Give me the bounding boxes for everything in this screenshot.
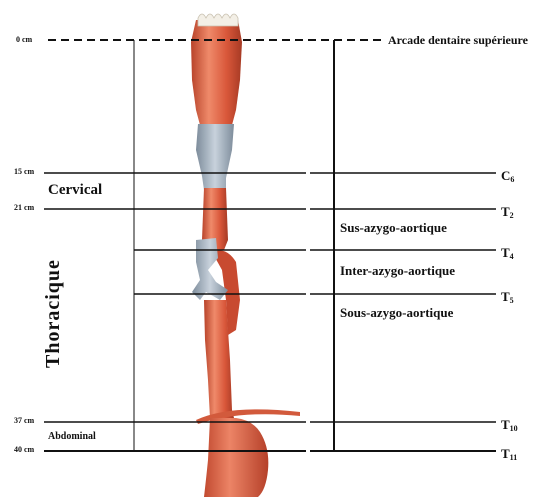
vertebra-label-t11: T11 xyxy=(501,447,517,462)
level-label-37cm: 37 cm xyxy=(14,417,34,425)
vertebra-letter: T xyxy=(501,289,510,304)
vertebra-label-c6: C6 xyxy=(501,169,514,184)
vertebra-number: 5 xyxy=(510,296,514,305)
vertebra-number: 4 xyxy=(510,252,514,261)
vertebra-letter: T xyxy=(501,446,510,461)
region-label-abdominal: Abdominal xyxy=(48,432,96,442)
vertebra-letter: T xyxy=(501,245,510,260)
vertebra-letter: T xyxy=(501,417,510,432)
level-label-40cm: 40 cm xyxy=(14,446,34,454)
top-reference-label: Arcade dentaire supérieure xyxy=(388,34,528,46)
pharynx-shape xyxy=(191,20,242,125)
region-label-cervical: Cervical xyxy=(48,183,102,198)
vertebra-label-t2: T2 xyxy=(501,205,514,220)
vertebra-label-t4: T4 xyxy=(501,246,514,261)
vertebra-number: 6 xyxy=(510,175,514,184)
region-label-thoracique: Thoracique xyxy=(42,259,65,368)
vertebra-number: 10 xyxy=(510,424,518,433)
segment-label-sus-azygo-aortique: Sus-azygo-aortique xyxy=(340,221,447,234)
vertebra-letter: C xyxy=(501,168,510,183)
stomach-shape xyxy=(204,418,268,497)
level-label-21cm: 21 cm xyxy=(14,204,34,212)
vertebra-label-t10: T10 xyxy=(501,418,518,433)
level-label-0cm: 0 cm xyxy=(16,36,32,44)
vertebra-label-t5: T5 xyxy=(501,290,514,305)
vertebra-number: 11 xyxy=(510,453,518,462)
larynx-cartilage-shape xyxy=(196,124,234,190)
vertebra-number: 2 xyxy=(510,211,514,220)
segment-label-sous-azygo-aortique: Sous-azygo-aortique xyxy=(340,306,453,319)
esophagus-illustration xyxy=(191,14,300,497)
vertebra-letter: T xyxy=(501,204,510,219)
teeth-icon xyxy=(198,14,238,26)
segment-label-inter-azygo-aortique: Inter-azygo-aortique xyxy=(340,264,455,277)
level-label-15cm: 15 cm xyxy=(14,168,34,176)
